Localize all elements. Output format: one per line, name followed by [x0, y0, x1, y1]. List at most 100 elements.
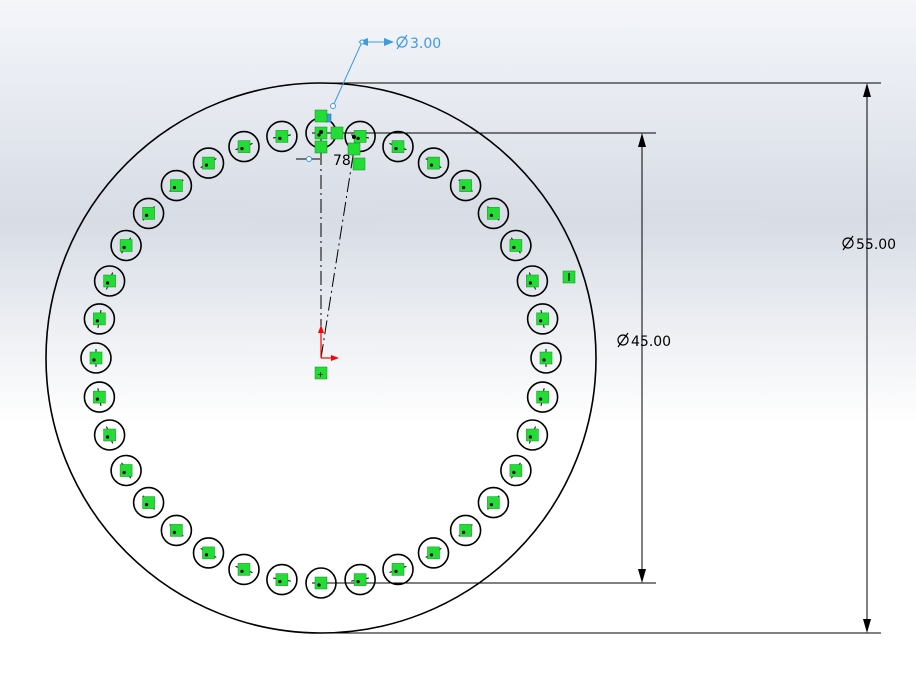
hole-center-point	[278, 136, 282, 140]
coincident-relation-icon[interactable]	[487, 207, 500, 220]
sketch-origin-icon[interactable]: +	[314, 325, 339, 380]
coincident-relation-icon[interactable]	[119, 239, 133, 252]
hole-circle[interactable]	[132, 197, 165, 230]
coincident-relation-icon[interactable]	[330, 126, 344, 140]
coincident-relation-icon[interactable]	[391, 140, 405, 153]
coincident-relation-icon[interactable]	[170, 524, 183, 537]
pitch-dim-arrow-top	[638, 133, 646, 147]
hole-center-point	[92, 358, 96, 362]
hole-circle[interactable]	[160, 169, 193, 202]
angle-handle[interactable]	[306, 156, 312, 162]
coincident-relation-icon[interactable]	[103, 428, 116, 442]
hole-dim-arrow-right	[384, 38, 394, 46]
hole-diameter-dimension[interactable]: 3.00	[330, 34, 442, 109]
hole-circle[interactable]	[477, 486, 510, 519]
coincident-relation-icon[interactable]	[314, 140, 328, 154]
hole-circle[interactable]	[110, 454, 142, 487]
hole-circle[interactable]	[500, 454, 532, 487]
hole-circle[interactable]	[344, 563, 376, 596]
hole-circle[interactable]	[417, 147, 450, 179]
coincident-relation-icon[interactable]	[509, 239, 523, 252]
hole-center-point	[539, 397, 543, 401]
coincident-relation-icon[interactable]	[391, 563, 405, 576]
coincident-relation-icon[interactable]	[119, 464, 133, 477]
coincident-relation-icon[interactable]	[314, 576, 328, 590]
hole-circle[interactable]	[266, 120, 298, 153]
hole-circle[interactable]	[110, 229, 142, 262]
coincident-relation-icon[interactable]	[170, 179, 183, 192]
coincident-relation-icon[interactable]	[539, 351, 553, 365]
angle-dimension-value[interactable]: 78	[333, 153, 351, 169]
coincident-relation-icon[interactable]	[275, 573, 289, 586]
hole-circle[interactable]	[93, 265, 126, 297]
coincident-relation-icon[interactable]	[275, 130, 289, 143]
hole-circle[interactable]	[160, 514, 193, 547]
hole-circle[interactable]	[477, 197, 510, 230]
outer-diameter-dimension[interactable]: 55.00	[842, 235, 896, 253]
hole-center-point	[240, 569, 244, 574]
coincident-relation-icon[interactable]	[526, 428, 539, 442]
hole-circle[interactable]	[417, 537, 450, 569]
hole-pattern	[80, 117, 562, 599]
coincident-relation-icon[interactable]	[427, 546, 440, 560]
hole-dim-handle[interactable]	[330, 103, 336, 109]
hole-circle[interactable]	[449, 514, 482, 547]
coincident-relation-icon[interactable]	[93, 312, 106, 326]
hole-circle[interactable]	[526, 303, 559, 335]
coincident-relation-icon[interactable]	[352, 157, 366, 171]
coincident-relation-icon[interactable]	[93, 390, 106, 404]
hole-circle[interactable]	[192, 537, 225, 569]
coincident-relation-icon[interactable]	[536, 312, 549, 326]
hole-circle[interactable]	[500, 229, 532, 262]
hole-center-point	[462, 530, 466, 535]
coincident-relation-icon[interactable]	[202, 156, 215, 170]
hole-circle[interactable]	[382, 553, 414, 586]
coincident-relation-icon[interactable]	[562, 270, 576, 284]
hole-circle[interactable]	[80, 342, 112, 374]
pitch-diameter-value: 45.00	[631, 334, 671, 350]
hole-circle[interactable]	[449, 169, 482, 202]
coincident-relation-icon[interactable]	[314, 366, 328, 380]
coincident-relation-icon[interactable]	[487, 496, 500, 509]
hole-circle[interactable]	[266, 563, 298, 596]
coincident-relation-icon[interactable]	[353, 573, 367, 586]
coincident-relation-icon[interactable]	[103, 274, 116, 288]
outer-circle[interactable]	[45, 82, 597, 634]
hole-center-point	[122, 470, 126, 475]
coincident-relation-icon[interactable]	[89, 351, 103, 365]
hole-circle[interactable]	[526, 381, 559, 413]
coincident-relation-icon[interactable]	[202, 546, 215, 560]
hole-circle[interactable]	[83, 381, 116, 413]
hole-circle[interactable]	[132, 486, 165, 519]
coincident-relation-icon[interactable]	[142, 496, 155, 509]
diameter-icon	[396, 34, 408, 50]
coincident-relation-icon[interactable]	[347, 142, 361, 156]
coincident-relation-icon[interactable]	[459, 524, 472, 537]
hole-circle[interactable]	[305, 567, 337, 599]
hole-circle[interactable]	[228, 130, 260, 163]
hole-center-point	[539, 319, 543, 323]
coincident-relation-icon[interactable]	[459, 179, 472, 192]
coincident-relation-icon[interactable]	[427, 156, 440, 170]
hole-circle[interactable]	[530, 342, 562, 374]
hole-circle[interactable]	[93, 419, 126, 451]
coincident-relation-icon[interactable]	[237, 563, 251, 576]
hole-circle[interactable]	[516, 419, 549, 451]
pitch-diameter-dimension[interactable]: 45.00	[617, 332, 671, 350]
coincident-relation-icon[interactable]	[509, 464, 523, 477]
hole-circle[interactable]	[516, 265, 549, 297]
hole-circle[interactable]	[228, 553, 260, 586]
hole-dim-handle-end[interactable]	[359, 39, 365, 45]
hole-circle[interactable]	[382, 130, 414, 163]
hole-center-point	[145, 503, 149, 507]
outer-diameter-value: 55.00	[856, 237, 896, 253]
coincident-relation-icon[interactable]	[536, 390, 549, 404]
coincident-relation-icon[interactable]	[237, 140, 251, 153]
hole-circle[interactable]	[83, 303, 116, 335]
coincident-relation-icon[interactable]	[142, 207, 155, 220]
coincident-relation-icon[interactable]	[526, 274, 539, 288]
coincident-relation-icon[interactable]	[314, 109, 328, 123]
centerline-angled[interactable]	[320, 136, 357, 359]
hole-circle[interactable]	[192, 147, 225, 179]
